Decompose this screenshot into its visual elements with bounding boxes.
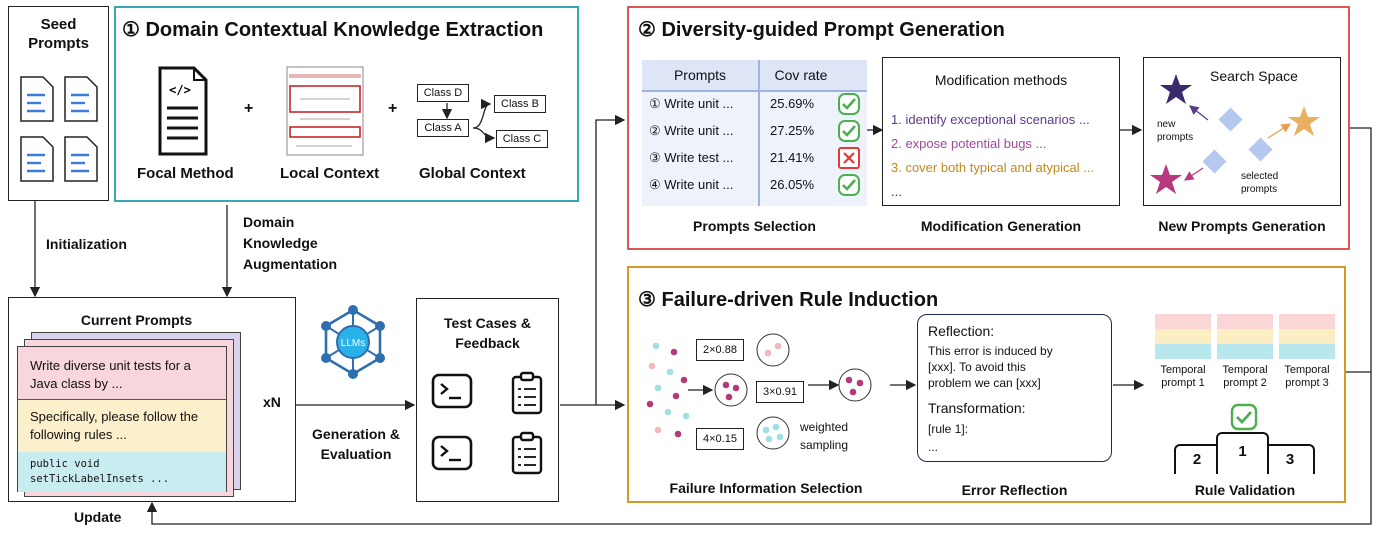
label-prompts-selection: Prompts Selection bbox=[693, 218, 816, 234]
table-row-rate: 27.25% bbox=[770, 123, 815, 138]
weight-box-1: 2×0.88 bbox=[696, 339, 744, 361]
mod-item-1: 1. identify exceptional scenarios ... bbox=[891, 112, 1090, 127]
table-row-prompt: ② Write unit ... bbox=[649, 123, 734, 138]
podium-third: 3 bbox=[1267, 444, 1315, 474]
prompt-card: Write diverse unit tests for a Java clas… bbox=[17, 346, 227, 492]
multiplier-xn: xN bbox=[263, 394, 281, 410]
arrow-to-panels bbox=[560, 114, 626, 406]
panel2-title: ② Diversity-guided Prompt Generation bbox=[638, 19, 1005, 41]
transformation-title: Transformation: bbox=[928, 400, 1026, 416]
label-update: Update bbox=[74, 509, 122, 525]
search-space-graphic bbox=[1150, 74, 1320, 194]
label-new-prompts-generation: New Prompts Generation bbox=[1158, 218, 1326, 234]
failure-selection-graphic bbox=[646, 333, 872, 450]
table-header-prompts: Prompts bbox=[673, 67, 727, 83]
star-purple-icon bbox=[1160, 74, 1192, 104]
label-error-reflection: Error Reflection bbox=[961, 482, 1068, 498]
local-context-icon bbox=[286, 66, 364, 156]
reflection-text: This error is induced by [xxx]. To avoid… bbox=[928, 344, 1053, 390]
diamond-3 bbox=[1202, 149, 1227, 174]
label-initialization: Initialization bbox=[46, 236, 127, 252]
label-global-context: Global Context bbox=[419, 165, 526, 182]
seed-prompts-box: Seed Prompts bbox=[8, 6, 109, 201]
label-generation-evaluation: Generation & Evaluation bbox=[312, 426, 400, 462]
prompt-card-text-1: Write diverse unit tests for a Java clas… bbox=[30, 358, 191, 391]
current-prompts-box: Current Prompts bbox=[8, 297, 296, 502]
table-row-prompt: ③ Write test ... bbox=[649, 150, 734, 165]
class-c-box: Class C bbox=[496, 130, 548, 148]
document-icons bbox=[20, 76, 98, 182]
code-document-icon: </> bbox=[158, 66, 208, 156]
check-icon bbox=[838, 120, 860, 142]
star-magenta-icon bbox=[1150, 164, 1182, 194]
plus-1: + bbox=[244, 100, 254, 117]
diamond-2 bbox=[1248, 137, 1273, 162]
label-local-context: Local Context bbox=[280, 165, 380, 182]
transformation-text: [rule 1]: ... bbox=[928, 422, 969, 454]
test-cases-title-1: Test Cases & bbox=[444, 315, 531, 331]
mod-list: 1. identify exceptional scenarios ... 2.… bbox=[891, 108, 1094, 204]
seed-title-line1: Seed bbox=[40, 16, 77, 33]
podium-second: 2 bbox=[1174, 444, 1218, 474]
panel3-title: ③ Failure-driven Rule Induction bbox=[638, 289, 939, 311]
weight-box-3: 4×0.15 bbox=[696, 428, 744, 450]
mod-item-4: ... bbox=[891, 184, 902, 199]
check-icon bbox=[838, 174, 860, 196]
panel-domain-knowledge: ① Domain Contextual Knowledge Extraction… bbox=[114, 6, 579, 202]
reflection-box: Reflection: This error is induced by [xx… bbox=[917, 314, 1112, 462]
label-rule-validation: Rule Validation bbox=[1194, 482, 1296, 498]
seed-title-line2: Prompts bbox=[28, 35, 89, 52]
arrow-update bbox=[146, 127, 1372, 525]
table-row-rate: 21.41% bbox=[770, 150, 815, 165]
llm-label: LLMs bbox=[341, 338, 365, 349]
panel-rule-induction: ③ Failure-driven Rule Induction bbox=[627, 266, 1346, 503]
class-b-box: Class B bbox=[494, 95, 546, 113]
mod-item-2: 2. expose potential bugs ... bbox=[891, 136, 1047, 151]
search-space-title: Search Space bbox=[1210, 68, 1298, 84]
label-focal-method: Focal Method bbox=[137, 165, 234, 182]
code-glyph: </> bbox=[169, 83, 191, 97]
panel-prompt-generation: ② Diversity-guided Prompt Generation bbox=[627, 6, 1350, 250]
label-failure-selection: Failure Information Selection bbox=[669, 480, 863, 496]
prompts-table: Prompts Cov rate ① Write unit ... 25.69% ②… bbox=[642, 60, 867, 206]
table-row-rate: 25.69% bbox=[770, 96, 815, 111]
current-prompts-title: Current Prompts bbox=[80, 312, 193, 328]
weighted-sampling-label: weighted sampling bbox=[800, 420, 849, 452]
selected-prompts-label: selected prompts bbox=[1241, 171, 1279, 195]
class-a-box: Class A bbox=[417, 119, 469, 137]
check-icon bbox=[838, 93, 860, 115]
cross-icon bbox=[838, 147, 860, 169]
label-modification-generation: Modification Generation bbox=[920, 218, 1082, 234]
code-section: public void setTickLabelInsets ... bbox=[18, 452, 226, 492]
test-cases-title-2: Feedback bbox=[455, 335, 520, 351]
label-domain-augmentation: Domain Knowledge Augmentation bbox=[243, 214, 338, 272]
test-cases-box: Test Cases & Feedback bbox=[416, 298, 559, 502]
terminal-clipboard-icons bbox=[431, 371, 543, 475]
star-orange-icon bbox=[1288, 106, 1320, 136]
check-icon bbox=[1230, 403, 1258, 431]
plus-2: + bbox=[388, 100, 398, 117]
table-row-prompt: ④ Write unit ... bbox=[649, 177, 734, 192]
modification-box: Modification methods 1. identify excepti… bbox=[882, 57, 1120, 206]
mod-title: Modification methods bbox=[934, 72, 1068, 88]
table-row-prompt: ① Write unit ... bbox=[649, 96, 734, 111]
diamond-1 bbox=[1218, 107, 1243, 132]
rules-section: Specifically, please follow the followin… bbox=[18, 399, 226, 453]
table-header-cov-rate: Cov rate bbox=[774, 67, 828, 83]
search-space-box: Search Space new prompts selected prompt… bbox=[1143, 57, 1341, 206]
class-d-box: Class D bbox=[417, 84, 469, 102]
mod-item-3: 3. cover both typical and atypical ... bbox=[891, 160, 1095, 175]
podium-first: 1 bbox=[1216, 432, 1269, 474]
panel1-title: ① Domain Contextual Knowledge Extraction bbox=[122, 19, 544, 41]
weight-box-2: 3×0.91 bbox=[756, 381, 804, 403]
reflection-title: Reflection: bbox=[928, 323, 995, 339]
llm-network-icon: LLMs bbox=[321, 305, 385, 379]
new-prompts-label: new prompts bbox=[1157, 119, 1194, 143]
table-row-rate: 26.05% bbox=[770, 177, 815, 192]
